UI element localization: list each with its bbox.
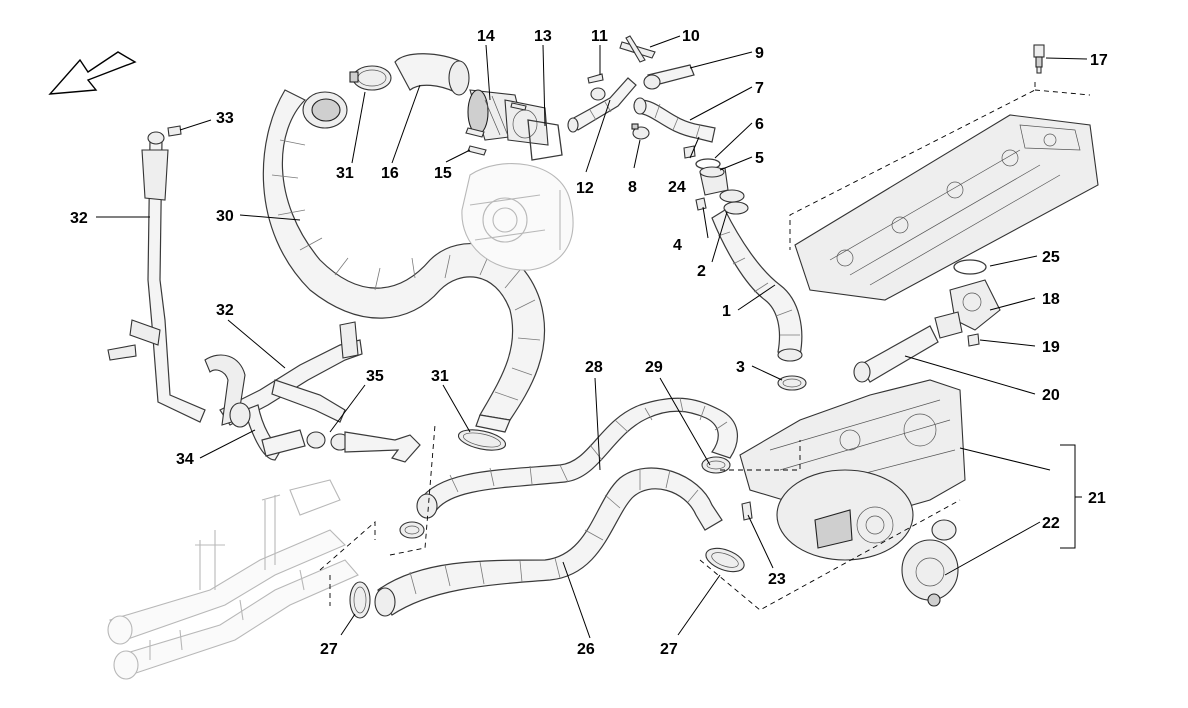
callout-13: 13 — [534, 28, 552, 45]
clamp-31-upper — [349, 65, 392, 91]
pump-housing-21 — [739, 379, 966, 561]
callout-22: 22 — [1042, 515, 1060, 532]
callout-12: 12 — [576, 180, 594, 197]
bolts-15 — [465, 102, 527, 156]
callout-19: 19 — [1042, 339, 1060, 356]
pipe-9 — [643, 64, 695, 90]
sensor-12 — [567, 77, 637, 133]
hose-1 — [711, 209, 803, 362]
callout-labels: 1 2 3 4 5 6 7 8 9 10 11 12 13 14 15 16 1… — [70, 28, 1108, 658]
pipe-20 — [853, 325, 939, 383]
clamp-28-end — [399, 521, 425, 539]
bolt-19 — [967, 333, 980, 347]
guide-lines — [319, 82, 1091, 611]
clamp-31-lower — [457, 429, 507, 451]
callout-33: 33 — [216, 110, 234, 127]
callout-9: 9 — [755, 45, 764, 62]
callout-32-upper: 32 — [70, 210, 88, 227]
callout-11: 11 — [591, 28, 608, 45]
callout-5: 5 — [755, 150, 764, 167]
clamp-29 — [701, 456, 731, 474]
pipe-32-upper — [107, 131, 206, 423]
callout-32-lower: 32 — [216, 302, 234, 319]
throttle-body-14 — [467, 89, 549, 146]
clamp-27-right — [705, 547, 745, 573]
callout-34: 34 — [176, 451, 194, 468]
bolt-23 — [741, 501, 753, 521]
callout-24: 24 — [668, 179, 686, 196]
housing-18 — [934, 279, 1001, 339]
callout-26: 26 — [577, 641, 595, 658]
sensor-17 — [1033, 44, 1045, 74]
callout-31-lower: 31 — [431, 368, 449, 385]
clamp-27-left — [349, 581, 371, 619]
bolt-11 — [587, 73, 606, 101]
pipe-32-lower — [204, 321, 363, 461]
ghost-pipe-assembly — [107, 479, 359, 680]
callout-27-right: 27 — [660, 641, 678, 658]
callout-29: 29 — [645, 359, 663, 376]
callout-2: 2 — [697, 263, 706, 280]
callout-30: 30 — [216, 208, 234, 225]
callout-7: 7 — [755, 80, 764, 97]
callout-20: 20 — [1042, 387, 1060, 404]
bolt-24 — [683, 145, 696, 159]
bracket-10 — [619, 35, 656, 63]
alternator — [461, 163, 574, 271]
callout-31-upper: 31 — [336, 165, 354, 182]
bolt-33 — [167, 125, 182, 137]
callout-1: 1 — [722, 303, 731, 320]
fitting-5 — [699, 166, 729, 196]
callout-14: 14 — [477, 28, 495, 45]
leader-lines — [96, 35, 1088, 639]
clamp-35 — [306, 431, 350, 451]
callout-3: 3 — [736, 359, 745, 376]
callout-28: 28 — [585, 359, 603, 376]
hose-28 — [416, 397, 738, 519]
clamp-8 — [631, 123, 650, 140]
callout-10: 10 — [682, 28, 700, 45]
callout-8: 8 — [628, 179, 637, 196]
hose-26 — [374, 467, 723, 617]
callout-4: 4 — [673, 237, 682, 254]
clamp-3 — [777, 375, 807, 391]
clamp-2 — [719, 189, 749, 215]
callout-18: 18 — [1042, 291, 1060, 308]
callout-16: 16 — [381, 165, 399, 182]
callout-15: 15 — [434, 165, 452, 182]
direction-arrow-icon — [48, 51, 137, 95]
hose-7 — [633, 97, 716, 143]
cylinder-head-cover — [794, 114, 1099, 301]
o-ring-25 — [953, 259, 987, 275]
callout-17: 17 — [1090, 52, 1108, 69]
callout-35: 35 — [366, 368, 384, 385]
callout-21: 21 — [1088, 490, 1106, 507]
gasket-13 — [527, 119, 563, 161]
callout-25: 25 — [1042, 249, 1060, 266]
callout-6: 6 — [755, 116, 764, 133]
elbow-16 — [394, 53, 470, 96]
bolt-4 — [695, 197, 707, 211]
callout-27-left: 27 — [320, 641, 338, 658]
pipe-35-tail — [344, 431, 421, 463]
thermostat-22 — [901, 519, 959, 607]
callout-23: 23 — [768, 571, 786, 588]
